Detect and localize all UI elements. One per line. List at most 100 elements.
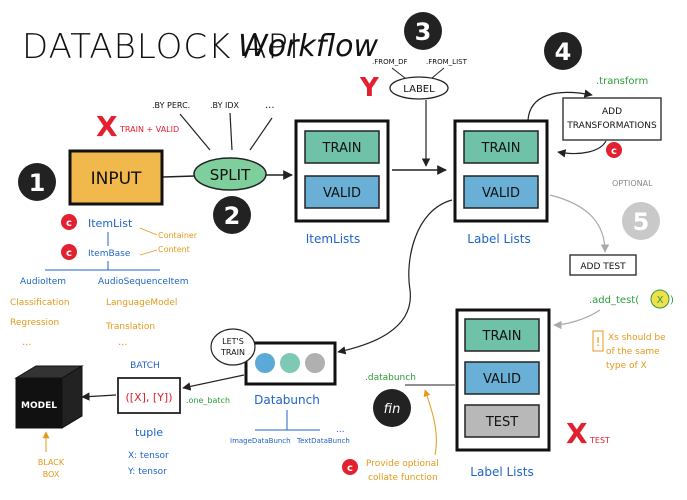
split-option-line-2 <box>229 112 233 151</box>
arrow-add-test-to-labellists <box>553 309 601 330</box>
collate-note-arrow <box>423 389 437 456</box>
tuple-x-line: X: tensor <box>128 451 169 461</box>
arrow-batch-to-model <box>81 392 117 401</box>
label-ellipse <box>389 76 449 100</box>
labellists-top-train-label: TRAIN <box>481 141 521 156</box>
optional-label: OPTIONAL <box>612 179 653 188</box>
itembase-class: ItemBase <box>88 249 131 259</box>
labellists-bottom-frame <box>455 308 551 452</box>
step-5-badge <box>622 202 660 240</box>
model-caption-line-2: BOX <box>43 470 60 479</box>
itemlists-caption: ItemLists <box>306 232 361 246</box>
databunch-c-badge <box>342 459 358 475</box>
transform-arrow-out <box>527 89 593 121</box>
audiosequenceitem-class: AudioSequenceItem <box>98 277 188 287</box>
databunch-method: .databunch <box>365 373 416 383</box>
label-option-from-df: .FROM_DF <box>372 58 408 66</box>
split-option-more: ... <box>265 100 275 111</box>
add-test-box <box>569 254 637 276</box>
labellists-bottom-train-label: TRAIN <box>482 329 522 344</box>
split-option-line-3 <box>249 117 273 151</box>
itembase-c-badge <box>61 244 77 260</box>
xs-note-line-3: type of X <box>606 361 647 371</box>
databunch-dot-green <box>280 353 300 373</box>
batch-label: BATCH <box>130 361 160 371</box>
transform-method: .transform <box>596 76 648 87</box>
itemlists-frame <box>294 119 390 223</box>
x-note-test: TEST <box>589 436 610 445</box>
itemlists-valid <box>304 175 380 209</box>
batch-box <box>117 377 181 414</box>
step-5-number: 5 <box>633 208 650 236</box>
task-classification: Classification <box>10 298 70 308</box>
lets-train-line-1: LET'S <box>222 337 244 346</box>
split-option-line-1 <box>179 113 211 151</box>
databunch-c-letter: c <box>347 463 353 474</box>
audioitem-class: AudioItem <box>20 277 66 287</box>
arrow-labellists-to-databunch <box>337 199 453 355</box>
transform-box <box>562 97 662 141</box>
step-1-number: 1 <box>29 169 46 197</box>
model-label: MODEL <box>21 401 57 411</box>
labellists-top-frame <box>453 119 549 223</box>
add-test-label: ADD TEST <box>580 262 626 272</box>
task-language-model: LanguageModel <box>106 298 177 308</box>
split-label: SPLIT <box>210 166 251 184</box>
databunch-dot-gray <box>305 353 325 373</box>
split-ellipse <box>193 157 267 191</box>
input-label: INPUT <box>91 169 142 189</box>
transform-c-badge <box>606 142 622 158</box>
x-mark-test: X <box>566 417 588 450</box>
labellists-bottom-test <box>464 404 540 438</box>
databunch-label: Databunch <box>254 393 320 407</box>
tuple-caption: tuple <box>135 426 163 439</box>
x-mark-train: X <box>96 110 118 143</box>
xs-note-line-1: Xs should be <box>608 333 666 343</box>
itemlist-note: Container <box>158 231 198 240</box>
batch-tuple: ([X], [Y]) <box>126 391 173 404</box>
task-translation: Translation <box>105 322 155 332</box>
labellists-bottom-valid-label: VALID <box>483 372 521 387</box>
arrow-to-add-test <box>549 194 610 253</box>
fin-badge <box>373 389 411 427</box>
databunch-dot-blue <box>255 353 275 373</box>
lets-train-line-2: TRAIN <box>220 348 245 357</box>
collate-note-line-2: collate function <box>368 473 438 483</box>
add-test-arg-circle <box>650 289 670 309</box>
step-2-badge <box>213 196 251 234</box>
step-2-number: 2 <box>224 202 241 230</box>
step-4-number: 4 <box>555 38 572 66</box>
itembase-note-line <box>139 249 158 256</box>
x-note-train-valid: TRAIN + VALID <box>119 125 179 134</box>
note-exclaim-box <box>592 330 604 352</box>
itemlists-train <box>304 130 380 164</box>
label-option-line-1 <box>391 67 406 79</box>
labellists-top-valid <box>463 175 539 209</box>
transform-box-line-2: TRANSFORMATIONS <box>566 121 657 131</box>
labellists-bottom-test-label: TEST <box>485 415 518 430</box>
arrow-input-to-split <box>162 175 196 178</box>
add-test-arg: X <box>657 295 664 306</box>
databunch-sub-more: ... <box>336 425 345 435</box>
title-sub: Workflow <box>238 29 378 64</box>
label-option-from-list: .FROM_LIST <box>426 58 468 66</box>
note-exclaim: ! <box>596 335 601 349</box>
lets-train-bubble <box>210 328 256 366</box>
itembase-c-letter: c <box>66 248 72 259</box>
labellists-bottom-train <box>464 318 540 352</box>
model-cube-front <box>15 377 63 429</box>
step-1-badge <box>18 163 56 201</box>
task-left-more: ... <box>22 337 32 348</box>
transform-box-line-1: ADD <box>602 107 622 117</box>
split-option-idx: .BY IDX <box>210 101 240 110</box>
labellists-bottom-caption: Label Lists <box>470 465 533 479</box>
y-mark: Y <box>359 73 380 103</box>
itemlist-class: ItemList <box>88 217 133 230</box>
add-test-close: ) <box>670 295 674 306</box>
task-right-more: ... <box>118 337 128 348</box>
transform-c-letter: c <box>611 146 617 157</box>
fin-label: fin <box>384 402 401 417</box>
model-caption-line-1: BLACK <box>38 458 65 467</box>
